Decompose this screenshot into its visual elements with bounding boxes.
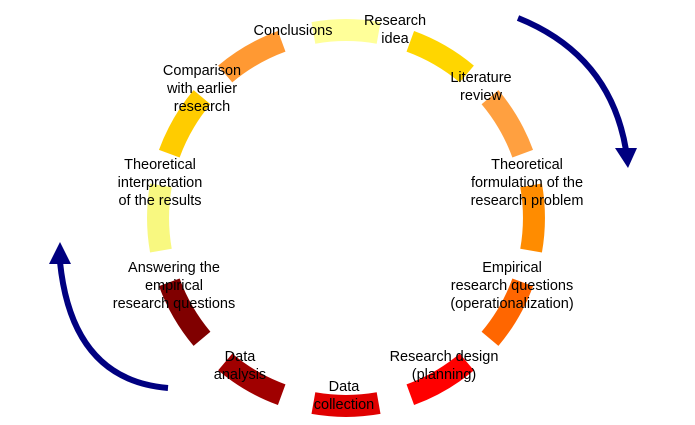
clockwise-arrowhead [615, 148, 637, 168]
step-theoretical-formulation: Theoretical formulation of the research … [470, 157, 584, 209]
ring-segment-5 [406, 353, 474, 406]
ring-segment-2 [481, 90, 534, 158]
ring-segment-9 [147, 183, 172, 253]
ring-segment-8 [158, 278, 211, 346]
ring-segment-6 [311, 392, 381, 417]
step-comparison: Comparison with earlier research [162, 63, 242, 115]
step-answering-questions: Answering the empirical research questio… [112, 260, 236, 312]
step-theoretical-interpretation: Theoretical interpretation of the result… [117, 157, 203, 209]
cycle-ring [147, 19, 545, 417]
ring-segment-10 [158, 90, 211, 158]
step-literature-review: Literature review [450, 70, 512, 104]
step-conclusions: Conclusions [253, 23, 333, 39]
ring-segment-3 [520, 183, 545, 253]
step-research-design: Research design (planning) [389, 349, 499, 383]
ring-segment-11 [218, 30, 286, 83]
ring-segment-start [311, 19, 381, 44]
ring-segment-4 [481, 278, 534, 346]
step-empirical-questions: Empirical research questions (operationa… [450, 260, 574, 312]
step-research-idea: Research idea [363, 13, 427, 47]
ring-segment-1 [406, 30, 474, 83]
counterclockwise-arrowhead [49, 242, 71, 264]
clockwise-arrow [516, 15, 629, 151]
step-data-analysis: Data analysis [213, 349, 267, 383]
ring-segment-7 [218, 353, 286, 406]
step-data-collection: Data collection [313, 379, 375, 413]
counterclockwise-arrow [57, 261, 169, 391]
